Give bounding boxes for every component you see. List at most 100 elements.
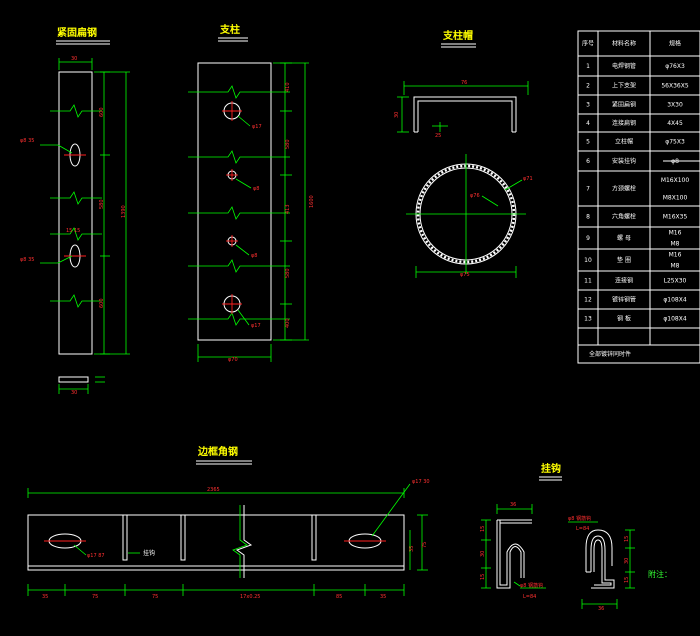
dim-flat-seg1: 600	[99, 107, 105, 117]
table-cell-spec: φ108X4	[663, 316, 687, 323]
dim-circle-right: φ71	[523, 176, 533, 182]
table-cell-no: 3	[586, 102, 590, 109]
table-cell-spec: φ8	[671, 158, 679, 165]
table-cell-spec: L25X30	[664, 278, 687, 285]
title-post-cap: 支柱帽	[442, 29, 473, 42]
table-header-2: 规格	[669, 40, 681, 48]
dim-post-s4: 580	[285, 268, 291, 278]
table-cell-name: 电焊钢管	[612, 62, 636, 70]
dim-circle-d1: φ76	[470, 193, 480, 199]
dim-flat-hole2: φ8 35	[20, 257, 34, 263]
dim-flat-height: 1390	[121, 205, 127, 218]
dim-edge-h2: 35	[409, 546, 415, 552]
edge-hook-label: 挂钩	[143, 549, 155, 557]
table-cell-spec: φ108X4	[663, 297, 687, 304]
dim-post-height: 1600	[309, 195, 315, 208]
dim-hook-w1: 36	[510, 502, 516, 508]
dim-hook-h3: 15	[480, 574, 486, 580]
dim-post-s2: 580	[285, 139, 291, 149]
table-cell-name: 紧固扁钢	[612, 101, 636, 109]
dim-hook-h1: 15	[480, 526, 486, 532]
dim-hook-r3: 15	[624, 577, 630, 583]
table-cell-name: 上下支架	[612, 82, 636, 90]
table-cell-no: 6	[586, 158, 590, 165]
table-cell-spec: 56X36X5	[661, 83, 688, 90]
hook-label1: φ8 钢筋钩	[520, 582, 543, 589]
table-cell-no: 8	[586, 214, 590, 221]
dim-edge-d3: 75	[152, 594, 158, 600]
title-edge-angle: 边框角钢	[197, 445, 238, 458]
table-footer: 全部镀锌同时件	[589, 350, 631, 358]
dim-edge-total: 2365	[207, 487, 220, 493]
table-cell-name: 方颈螺栓	[612, 185, 636, 193]
table-cell-spec: M8X100	[663, 194, 688, 201]
dim-post-s3: 413	[285, 204, 291, 214]
table-cell-name: 立柱帽	[615, 138, 633, 146]
dim-post-s5: 400	[285, 318, 291, 328]
dim-post-bottom: φ70	[228, 357, 238, 363]
table-cell-no: 10	[584, 257, 592, 264]
dim-edge-d5: 85	[336, 594, 342, 600]
table-cell-no: 12	[584, 297, 592, 304]
dim-cap-height: 30	[394, 112, 400, 118]
dim-flat-seg2: 580	[99, 199, 105, 209]
dim-cap-width: 76	[461, 80, 467, 86]
dim-flat-bottom: 30	[71, 390, 77, 396]
title-hook: 挂钩	[541, 462, 561, 475]
table-cell-name: 连接钢	[615, 277, 633, 285]
dim-flat-hole1: φ8 35	[20, 138, 34, 144]
table-cell-spec: M16X35	[663, 214, 688, 221]
table-cell-name: 安装挂钩	[612, 157, 636, 165]
table-cell-spec: M16	[669, 252, 682, 259]
hook-drawing-right: φ8 钢筋钩 L=84 36 15 30 15	[568, 515, 635, 612]
table-header-1: 材料名称	[612, 40, 636, 48]
table-cell-no: 11	[584, 278, 592, 285]
table-header-0: 序号	[582, 40, 594, 48]
dim-hook-h2: 30	[480, 551, 486, 557]
table-cell-spec: φ75X3	[665, 139, 685, 146]
table-cell-spec: 4X45	[667, 120, 683, 127]
post-drawing: φ70 φ17 φ8 φ8 φ17 410	[188, 62, 315, 363]
dim-hook-r2: 30	[624, 558, 630, 564]
dim-edge-d1: 35	[42, 594, 48, 600]
dim-edge-d2: 75	[92, 594, 98, 600]
hook-len1: L=84	[523, 594, 536, 600]
hook-label2: φ8 钢筋钩	[568, 515, 591, 522]
flat-bar-drawing: 30 φ8 35 φ8 35 15 15 600 580 600 1390	[20, 56, 130, 396]
dim-circle-d2: φ75	[460, 272, 470, 278]
edge-angle-drawing: 2365 φ17 87 φ17 30 挂钩 75 35	[27, 479, 430, 600]
table-cell-no: 9	[586, 235, 590, 242]
table-cell-name: 六角螺栓	[612, 213, 636, 221]
table-cell-spec: M16X100	[661, 177, 690, 184]
table-cell-spec: φ76X3	[665, 63, 685, 70]
table-cell-name: 钢 板	[617, 315, 631, 323]
table-cell-name: 连接扁钢	[612, 119, 636, 127]
title-tightening-angle: 紧固扁钢	[57, 26, 97, 39]
table-cell-no: 13	[584, 316, 592, 323]
table-cell-name: 垫 圈	[617, 256, 631, 264]
table-cell-name: 镀锌钢管	[612, 296, 636, 304]
dim-edge-hole-left: φ17 87	[87, 553, 105, 559]
dim-flat-seg3: 600	[99, 298, 105, 308]
dim-post-h4: φ17	[251, 323, 261, 329]
dim-post-h1: φ17	[252, 124, 262, 130]
table-cell-no: 4	[586, 120, 590, 127]
note-label: 附注：	[648, 569, 672, 579]
table-cell-name: 螺 母	[617, 234, 631, 242]
dim-hook-w2: 36	[598, 606, 604, 612]
post-cap-drawing: 76 30 25 φ76 φ71 φ75	[394, 80, 533, 278]
table-cell-no: 2	[586, 83, 590, 90]
table-cell-spec: M8	[671, 241, 680, 248]
dim-edge-hole-right: φ17 30	[412, 479, 430, 485]
dim-post-h3: φ8	[251, 253, 257, 259]
table-cell-no: 1	[586, 63, 590, 70]
hook-drawing-left: 36 15 30 15 φ8 钢筋钩 L=84	[480, 502, 546, 600]
dim-edge-d4: 17x0.25	[240, 594, 260, 600]
table-cell-no: 5	[586, 139, 590, 146]
dim-post-s1: 410	[285, 82, 291, 92]
title-post: 支柱	[219, 23, 240, 36]
dim-edge-height: 75	[422, 542, 428, 548]
